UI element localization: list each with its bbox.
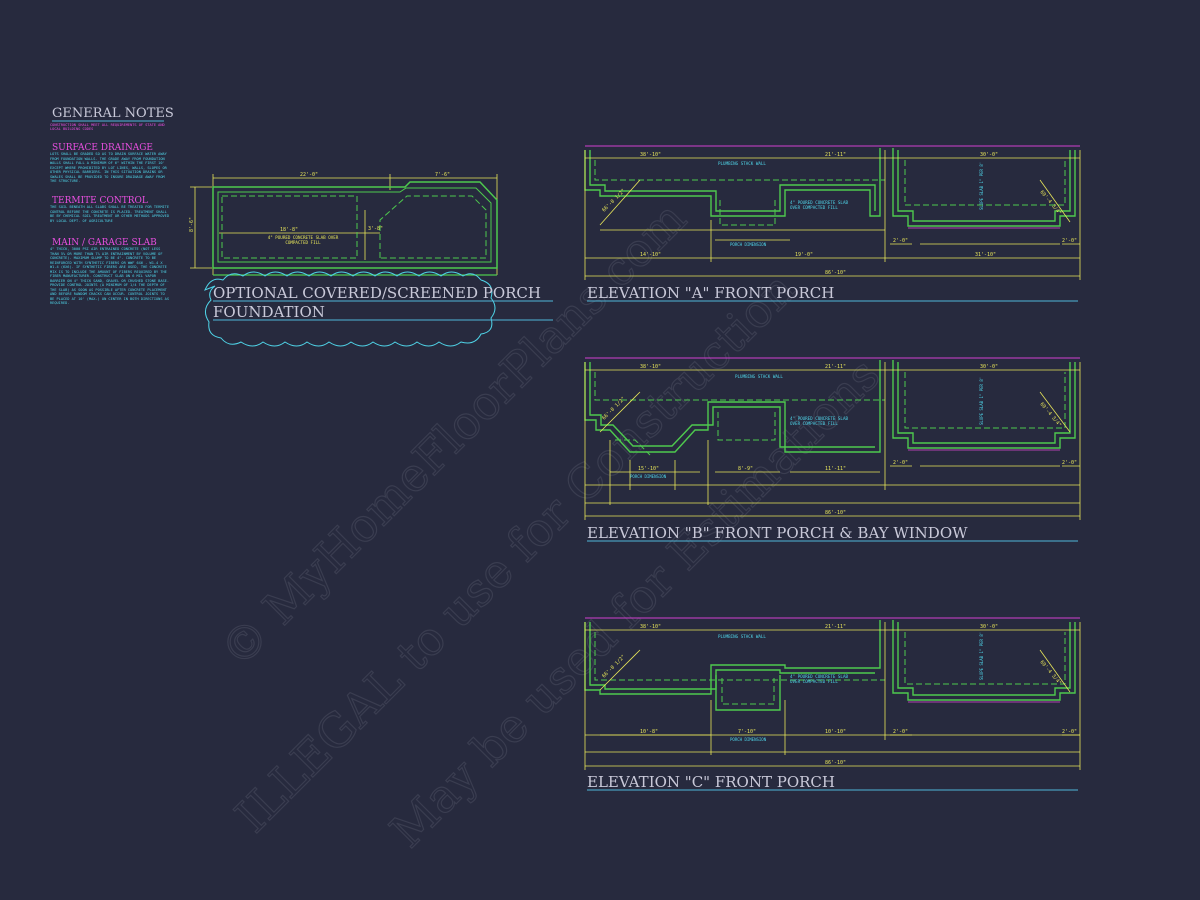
elevation-c-plan: 38'-10" 21'-11" 30'-0" 10'-8" 7'-10" 10'…	[584, 617, 1081, 791]
elev-c-top-dim-2: 21'-11"	[825, 624, 846, 630]
elev-b-top-dim-2: 21'-11"	[825, 364, 846, 370]
optional-title-line1: OPTIONAL COVERED/SCREENED PORCH	[213, 284, 541, 302]
elev-b-mid-dim-5: 2'-0"	[1062, 460, 1077, 466]
elev-b-top-dim-3: 30'-0"	[980, 364, 998, 370]
revision-cloud	[204, 271, 496, 347]
slab-body: 4" THICK, 3000 PSI AIR ENTRAINED CONCRET…	[50, 247, 169, 305]
elev-a-total: 86'-10"	[825, 270, 846, 276]
elev-a-porch-dim: PORCH DIMENSION	[730, 242, 767, 247]
elevation-a-title: ELEVATION "A" FRONT PORCH	[587, 284, 834, 302]
notes-title: GENERAL NOTES	[52, 106, 174, 121]
elev-c-mid-dim-3: 10'-10"	[825, 729, 846, 735]
elev-c-porch-dim: PORCH DIMENSION	[730, 737, 767, 742]
elev-c-mid-dim-2: 7'-10"	[738, 729, 756, 735]
elevation-b-plan: 38'-10" 21'-11" 30'-0" 15'-10" 8'-9" 11'…	[584, 357, 1081, 542]
elevation-c-title: ELEVATION "C" FRONT PORCH	[587, 773, 835, 791]
elev-c-diag-right: 69'-4 3/4"	[1038, 659, 1062, 686]
elev-a-plumbing: PLUMBING STACK WALL	[718, 161, 766, 166]
elev-a-mid-dim-1: 14'-10"	[640, 252, 661, 258]
elev-b-mid-dim-1: 15'-10"	[638, 466, 659, 472]
opt-dim-top-right: 7'-6"	[435, 172, 450, 178]
elev-a-top-dim-1: 38'-10"	[640, 152, 661, 158]
elev-b-slab-note: 4" POURED CONCRETE SLAB OVER COMPACTED F…	[790, 416, 848, 426]
elev-c-total: 86'-10"	[825, 760, 846, 766]
elev-c-slab-note: 4" POURED CONCRETE SLAB OVER COMPACTED F…	[790, 674, 848, 684]
elev-b-slope: SLOPE SLAB 1" PER 8'	[979, 377, 984, 425]
elev-b-mid-dim-3: 11'-11"	[825, 466, 846, 472]
opt-dim-side: 8'-6"	[189, 217, 195, 232]
elev-a-mid-dim-5: 2'-0"	[1062, 238, 1077, 244]
elev-a-mid-dim-4: 2'-0"	[893, 238, 908, 244]
opt-slab-note: 4" POURED CONCRETE SLAB OVER COMPACTED F…	[267, 235, 339, 245]
elev-a-slab-note: 4" POURED CONCRETE SLAB OVER COMPACTED F…	[790, 200, 848, 210]
termite-heading: TERMITE CONTROL	[52, 196, 148, 206]
elev-a-top-dim-2: 21'-11"	[825, 152, 846, 158]
elev-a-diag-right: 69'-4 3/4"	[1038, 189, 1062, 216]
elev-b-top-dim-1: 38'-10"	[640, 364, 661, 370]
elev-a-slope: SLOPE SLAB 1" PER 8'	[979, 162, 984, 210]
elev-b-plumbing: PLUMBING STACK WALL	[735, 374, 783, 379]
opt-dim-inner: 18'-8"	[280, 227, 298, 233]
optional-title-line2: FOUNDATION	[213, 303, 325, 321]
elev-c-plumbing: PLUMBING STACK WALL	[718, 634, 766, 639]
elev-c-mid-dim-5: 2'-0"	[1062, 729, 1077, 735]
elev-c-top-dim-1: 38'-10"	[640, 624, 661, 630]
drainage-heading: SURFACE DRAINAGE	[52, 143, 153, 153]
elev-a-top-dim-3: 30'-0"	[980, 152, 998, 158]
elev-b-total: 86'-10"	[825, 510, 846, 516]
termite-body: THE SOIL BENEATH ALL SLABS SHALL BE TREA…	[50, 205, 169, 223]
elev-b-porch-dim: PORCH DIMENSION	[630, 474, 667, 479]
notes-intro: CONSTRUCTION SHALL MEET ALL REQUIREMENTS…	[50, 123, 165, 132]
drainage-body: LOTS SHALL BE GRADED SO AS TO DRAIN SURF…	[50, 152, 167, 183]
elev-a-mid-dim-3: 31'-10"	[975, 252, 996, 258]
slab-heading: MAIN / GARAGE SLAB	[52, 238, 157, 248]
elev-a-mid-dim-2: 19'-0"	[795, 252, 813, 258]
elev-c-mid-dim-4: 2'-0"	[893, 729, 908, 735]
elev-c-top-dim-3: 30'-0"	[980, 624, 998, 630]
opt-dim-inner2: 3'-8"	[368, 226, 383, 232]
elev-c-slope: SLOPE SLAB 1" PER 8'	[979, 632, 984, 680]
optional-porch-plan: 22'-0" 7'-6" 8'-6" 18'-8" 3'-8" 4" POURE…	[189, 172, 553, 347]
opt-dim-top-left: 22'-0"	[300, 172, 318, 178]
elev-b-mid-dim-2: 8'-9"	[738, 466, 753, 472]
general-notes: GENERAL NOTES CONSTRUCTION SHALL MEET AL…	[50, 106, 174, 305]
elev-b-mid-dim-4: 2'-0"	[893, 460, 908, 466]
elevation-b-title: ELEVATION "B" FRONT PORCH & BAY WINDOW	[587, 524, 968, 542]
elev-c-mid-dim-1: 10'-8"	[640, 729, 658, 735]
